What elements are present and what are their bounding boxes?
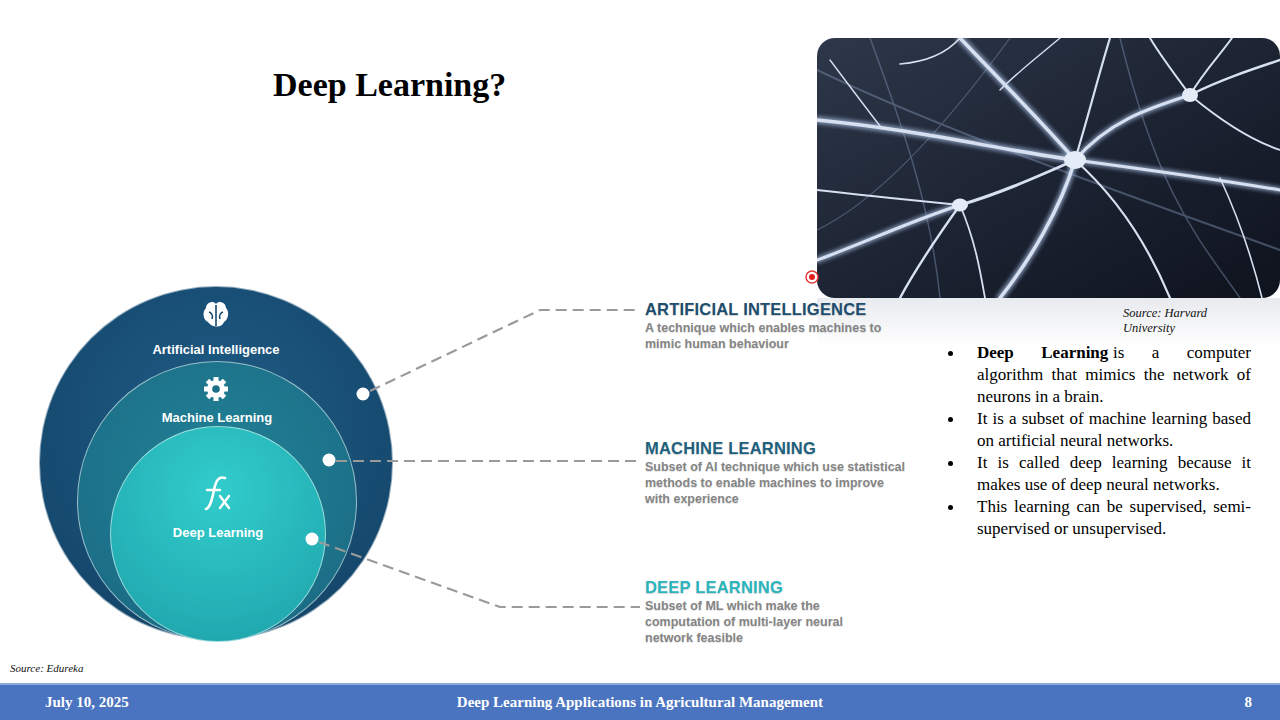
bullet-term: Deep Learning — [977, 343, 1108, 362]
callout-heading: DEEP LEARNING — [645, 578, 783, 597]
ml-circle: Machine LearningDeep Learning — [77, 361, 357, 641]
pointer-dot-core — [809, 274, 815, 280]
page-number: 8 — [1245, 694, 1280, 711]
footer-band: July 10, 2025 Deep Learning Applications … — [0, 683, 1280, 720]
bullet-item: This learning can be supervised, semi-su… — [945, 496, 1251, 540]
bullet-item: It is a subset of machine learning based… — [945, 408, 1251, 452]
bullet-text: It is a subset of machine learning based… — [977, 409, 1251, 450]
circle-label: Artificial Intelligence — [40, 341, 392, 359]
slide-title: Deep Learning? — [273, 66, 506, 104]
pointer-dot — [806, 271, 818, 283]
brain-icon — [204, 302, 229, 327]
gear-icon — [204, 377, 228, 401]
bullet-text: This learning can be supervised, semi-su… — [977, 497, 1251, 538]
leader-dots — [306, 388, 370, 546]
bullet-item: It is called deep learning because it ma… — [945, 452, 1251, 496]
image-reflection — [817, 298, 1280, 346]
callout-heading: ARTIFICIAL INTELLIGENCE — [645, 300, 867, 319]
bullet-item: Deep Learningis a computer algorithm tha… — [945, 342, 1251, 408]
ai-circle: Artificial IntelligenceMachine LearningD… — [39, 286, 393, 640]
callout-text: Subset of AI technique which use statist… — [645, 459, 907, 507]
circle-label: Machine Learning — [78, 409, 356, 427]
leader-lines — [319, 310, 640, 607]
footer-title: Deep Learning Applications in Agricultur… — [457, 694, 823, 711]
bullet-list: Deep Learningis a computer algorithm tha… — [945, 342, 1251, 540]
circle-label: Deep Learning — [111, 524, 325, 542]
callout-text: Subset of ML which make the computation … — [645, 598, 873, 646]
function-icon — [206, 478, 229, 510]
dl-circle: Deep Learning — [110, 426, 326, 642]
diagram-source: Source: Edureka — [10, 662, 83, 674]
footer-date: July 10, 2025 — [0, 694, 129, 711]
callout-text: A technique which enables machines to mi… — [645, 320, 895, 352]
bullet-text: It is called deep learning because it ma… — [977, 453, 1251, 494]
neuron-image — [817, 38, 1280, 298]
image-source: Source: Harvard University — [1123, 306, 1235, 336]
callout-heading: MACHINE LEARNING — [645, 439, 816, 458]
